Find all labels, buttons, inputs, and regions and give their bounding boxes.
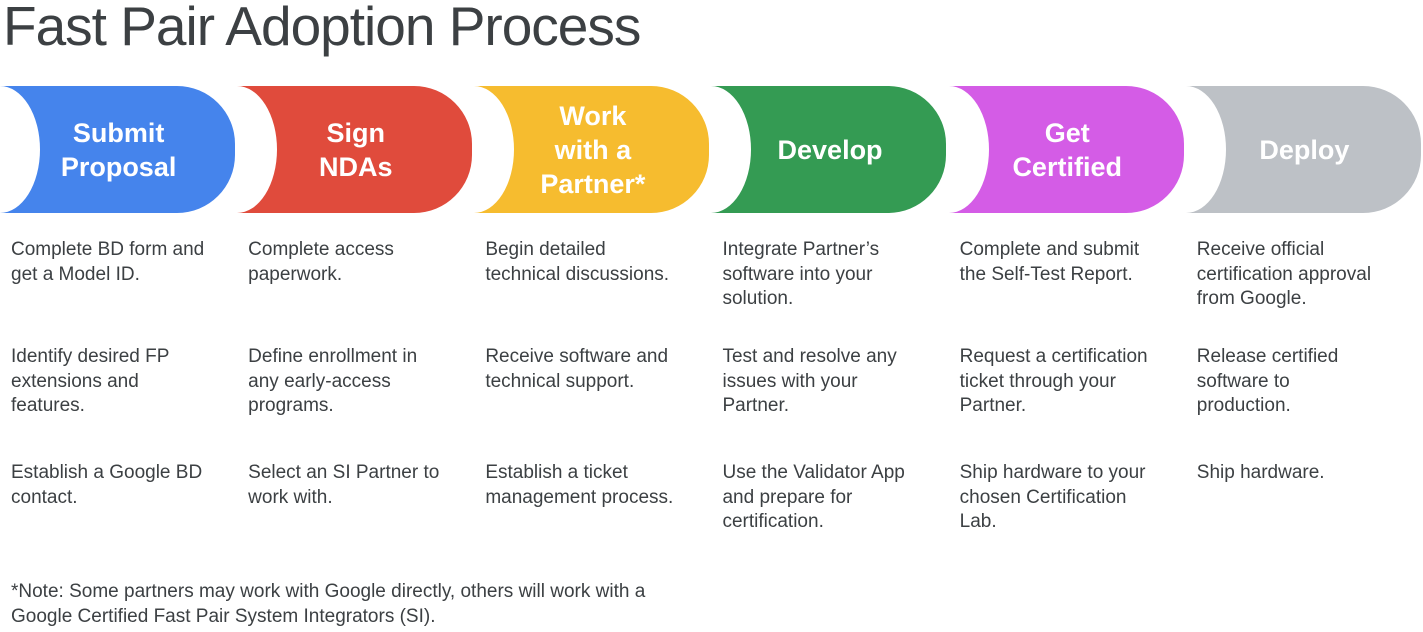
process-flow: Submit Proposal Sign NDAs Work with a Pa… — [0, 86, 1423, 213]
stage-shape-deploy — [1185, 86, 1421, 213]
step-get-certified-3: Ship hardware to your chosen Certificati… — [959, 462, 1146, 532]
steps-row-1: Complete BD form and get a Model ID. Com… — [0, 238, 1423, 312]
step-develop-2: Test and resolve any issues with your Pa… — [722, 346, 897, 416]
chevron-shape — [711, 86, 947, 213]
step-submit-proposal-2: Identify desired FP extensions and featu… — [11, 346, 170, 416]
step-submit-proposal-3: Establish a Google BD contact. — [11, 462, 203, 508]
steps-row-3: Establish a Google BD contact. Select an… — [0, 461, 1423, 535]
step-get-certified-1: Complete and submit the Self-Test Report… — [959, 239, 1140, 285]
stage-get-certified: Get Certified — [948, 86, 1186, 213]
stage-shape-sign-ndas — [237, 86, 473, 213]
step-work-with-partner-1: Begin detailed technical discussions. — [485, 239, 670, 285]
stage-shape-work-with-partner — [474, 86, 710, 213]
stage-sign-ndas: Sign NDAs — [237, 86, 474, 213]
stage-submit-proposal: Submit Proposal — [0, 86, 237, 213]
footnote: *Note: Some partners may work with Googl… — [11, 581, 646, 627]
page-title: Fast Pair Adoption Process — [3, 0, 641, 57]
step-get-certified-2: Request a certification ticket through y… — [959, 346, 1148, 416]
stage-work-with-partner: Work with a Partner* — [474, 86, 711, 213]
stage-shape-get-certified — [948, 86, 1184, 213]
stage-develop: Develop — [711, 86, 948, 213]
step-sign-ndas-2: Define enrollment in any early-access pr… — [248, 346, 418, 416]
stage-shape-submit-proposal — [0, 86, 235, 213]
steps-row-2: Identify desired FP extensions and featu… — [0, 345, 1423, 419]
step-develop-3: Use the Validator App and prepare for ce… — [722, 462, 905, 532]
step-deploy-1: Receive official certification approval … — [1196, 239, 1372, 309]
step-work-with-partner-2: Receive software and technical support. — [485, 346, 669, 392]
step-sign-ndas-3: Select an SI Partner to work with. — [248, 462, 440, 508]
chevron-shape — [948, 86, 1184, 213]
chevron-shape — [1185, 86, 1421, 213]
step-develop-1: Integrate Partner’s software into your s… — [722, 239, 880, 309]
chevron-shape — [0, 86, 235, 213]
chevron-shape — [474, 86, 710, 213]
step-deploy-3: Ship hardware. — [1196, 462, 1325, 483]
step-work-with-partner-3: Establish a ticket management process. — [485, 462, 674, 508]
chevron-shape — [237, 86, 473, 213]
stage-deploy: Deploy — [1185, 86, 1423, 213]
stage-shape-develop — [711, 86, 947, 213]
step-sign-ndas-1: Complete access paperwork. — [248, 239, 394, 285]
step-deploy-2: Release certified software to production… — [1196, 346, 1339, 416]
step-submit-proposal-1: Complete BD form and get a Model ID. — [11, 239, 205, 285]
